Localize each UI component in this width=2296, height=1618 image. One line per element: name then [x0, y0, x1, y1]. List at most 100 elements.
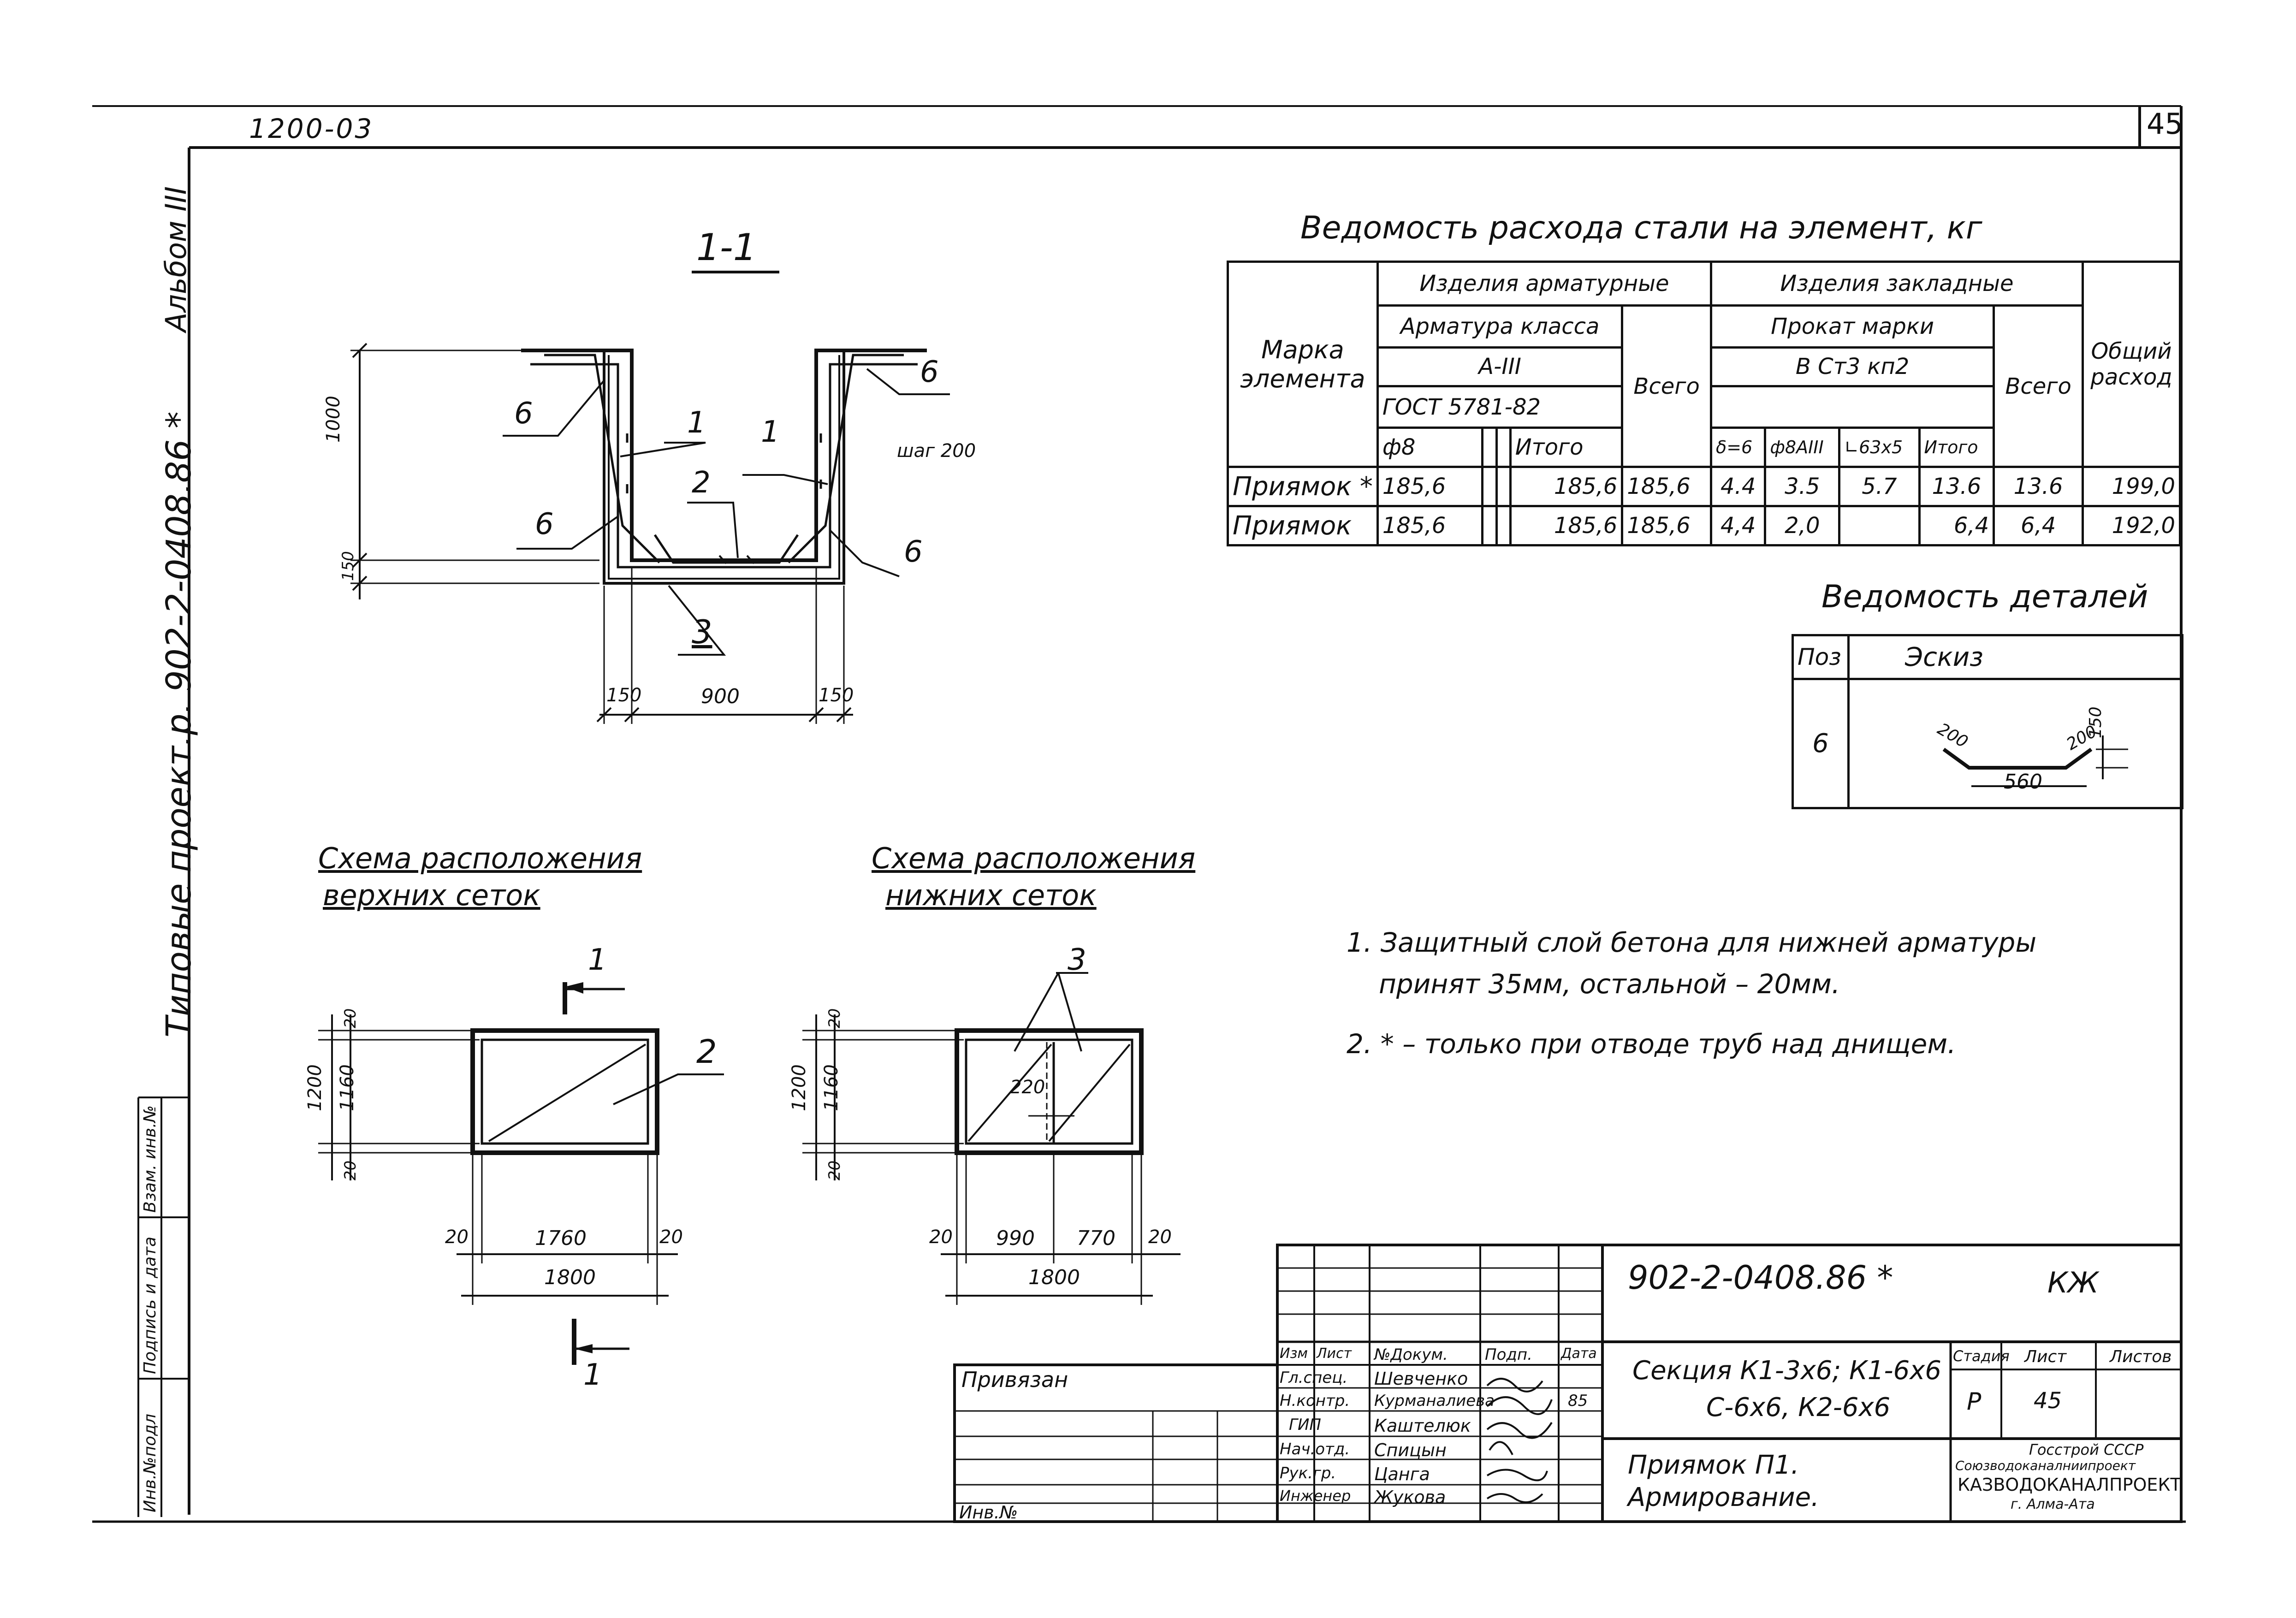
inv-label: Инв.№: [959, 1502, 1018, 1523]
org-line-3: КАЗВОДОКАНАЛПРОЕКТ: [1958, 1475, 2181, 1495]
sheets-head: Листов: [2110, 1347, 2172, 1366]
staff-name-5: Цанга: [1374, 1464, 1430, 1484]
head-embedded-products: Изделия закладные: [1709, 260, 2084, 307]
lower-dim-width-b: 770: [1077, 1227, 1115, 1250]
org-line-1: Госстрой СССР: [2029, 1441, 2144, 1458]
upper-mesh-title-2: верхних сеток: [323, 878, 540, 912]
note-1-cont: принят 35мм, остальной – 20мм.: [1379, 968, 1840, 1000]
head-total: Всего: [1621, 304, 1712, 468]
row2-total2: 6,4: [1993, 505, 2084, 546]
detail-dim-base: 560: [2004, 770, 2042, 794]
row2-angle: [1838, 505, 1921, 546]
element-line-2: Армирование.: [1628, 1482, 1819, 1512]
lower-mesh-title-2: нижних сеток: [885, 878, 1097, 912]
row1-d8a3: 3.5: [1764, 466, 1841, 508]
row2-d8: 185,6: [1376, 505, 1484, 546]
row2-overall: 192,0: [2082, 505, 2181, 546]
row1-d8: 185,6: [1376, 466, 1484, 508]
details-pos: 6: [1792, 678, 1850, 809]
head-mark: Марка элемента: [1227, 260, 1379, 468]
head-gost: ГОСТ 5781-82: [1376, 385, 1624, 429]
upper-dim-width-inner: 1760: [535, 1227, 587, 1250]
upper-mesh-callout: 2: [696, 1033, 717, 1071]
head-overall: Общий расход: [2082, 260, 2181, 468]
callout-3: 3: [692, 613, 712, 651]
note-2: 2. * – только при отводе труб над днищем…: [1347, 1028, 1956, 1060]
element-line-1: Приямок П1.: [1628, 1450, 1799, 1480]
doc-code: 902-2-0408.86 *: [1628, 1259, 1893, 1297]
stage-value: Р: [1967, 1388, 1982, 1416]
dim-section-width-left: 150: [606, 685, 642, 706]
head-total2: Всего: [1993, 304, 2084, 468]
sheet-value: 45: [2034, 1388, 2062, 1414]
steel-table-title: Ведомость расхода стали на элемент, кг: [1300, 210, 1982, 246]
details-table: Поз Эскиз 6: [1792, 634, 2183, 809]
lower-dim-width-a: 990: [996, 1227, 1035, 1250]
col-doc: №Докум.: [1374, 1345, 1448, 1364]
table-row: Приямок * 185,6 185,6 185,6 4.4 3.5 5.7 …: [1227, 466, 2181, 508]
head-itogo2: Итого: [1918, 427, 1995, 468]
staff-name-1: Шевченко: [1374, 1369, 1468, 1389]
privyazan-label: Привязан: [961, 1367, 1068, 1392]
staff-year: 85: [1568, 1392, 1588, 1410]
row2-itogo2: 6,4: [1918, 505, 1995, 546]
staff-name-6: Жукова: [1374, 1487, 1446, 1507]
row2-mark: Приямок: [1227, 505, 1379, 546]
details-head-pos: Поз: [1792, 634, 1850, 680]
row2-d8a3: 2,0: [1764, 505, 1841, 546]
col-list: Лист: [1317, 1345, 1352, 1362]
dim-section-width-mid: 900: [701, 685, 740, 708]
staff-role-5: Рук.гр.: [1280, 1464, 1336, 1482]
lower-mesh-callout: 3: [1068, 943, 1086, 977]
staff-name-3: Каштелюк: [1374, 1416, 1471, 1436]
callout-1-right: 1: [761, 415, 780, 449]
row1-mark: Приямок *: [1227, 466, 1379, 508]
upper-dim-right: 20: [659, 1227, 683, 1248]
head-rebar-products: Изделия арматурные: [1376, 260, 1712, 307]
col-sign: Подп.: [1485, 1345, 1532, 1364]
row2-d6: 4,4: [1709, 505, 1767, 546]
staff-name-4: Спицын: [1374, 1440, 1447, 1460]
row1-c2: [1481, 466, 1498, 508]
head-class-value: А-III: [1376, 346, 1624, 388]
head-blank-1: [1481, 427, 1498, 468]
sheet-head: Лист: [2024, 1347, 2067, 1366]
row1-total: 185,6: [1621, 466, 1712, 508]
upper-dim-width-total: 1800: [544, 1266, 596, 1289]
row1-itogo: 185,6: [1509, 466, 1624, 508]
staff-role-4: Нач.отд.: [1280, 1440, 1350, 1458]
steel-table: Марка элемента Изделия арматурные Издели…: [1227, 260, 2181, 546]
staff-role-3: ГИП: [1289, 1416, 1321, 1434]
callout-6-right-top: 6: [920, 355, 939, 389]
callout-2: 2: [692, 466, 711, 500]
row1-overall: 199,0: [2082, 466, 2181, 508]
head-empty: [1709, 385, 1995, 429]
row1-c3: [1495, 466, 1512, 508]
head-d8: ф8: [1376, 427, 1484, 468]
stage-head: Стадия: [1953, 1347, 2010, 1365]
table-row: Приямок 185,6 185,6 185,6 4,4 2,0 6,4 6,…: [1227, 505, 2181, 546]
staff-name-2: Курманалиева: [1374, 1392, 1495, 1410]
col-izm: Изм: [1280, 1345, 1308, 1362]
lower-dim-left: 20: [929, 1227, 953, 1248]
staff-role-6: Инженер: [1280, 1487, 1351, 1505]
section-line-2: С-6х6, К2-6х6: [1706, 1393, 1891, 1422]
row2-itogo: 185,6: [1509, 505, 1624, 546]
row2-total: 185,6: [1621, 505, 1712, 546]
details-table-title: Ведомость деталей: [1821, 579, 2148, 615]
row1-d6: 4.4: [1709, 466, 1767, 508]
head-itogo: Итого: [1509, 427, 1624, 468]
lower-dim-width-total: 1800: [1028, 1266, 1080, 1289]
row2-c3: [1495, 505, 1512, 546]
step-note: шаг 200: [897, 440, 976, 462]
details-head-sketch: Эскиз: [1847, 634, 2183, 680]
row1-total2: 13.6: [1993, 466, 2084, 508]
note-1: 1. Защитный слой бетона для нижней армат…: [1347, 927, 2037, 958]
upper-mesh-title-1: Схема расположения: [318, 842, 642, 875]
row1-angle: 5.7: [1838, 466, 1921, 508]
head-d6: δ=6: [1709, 427, 1767, 468]
dim-section-width-right: 150: [819, 685, 854, 706]
